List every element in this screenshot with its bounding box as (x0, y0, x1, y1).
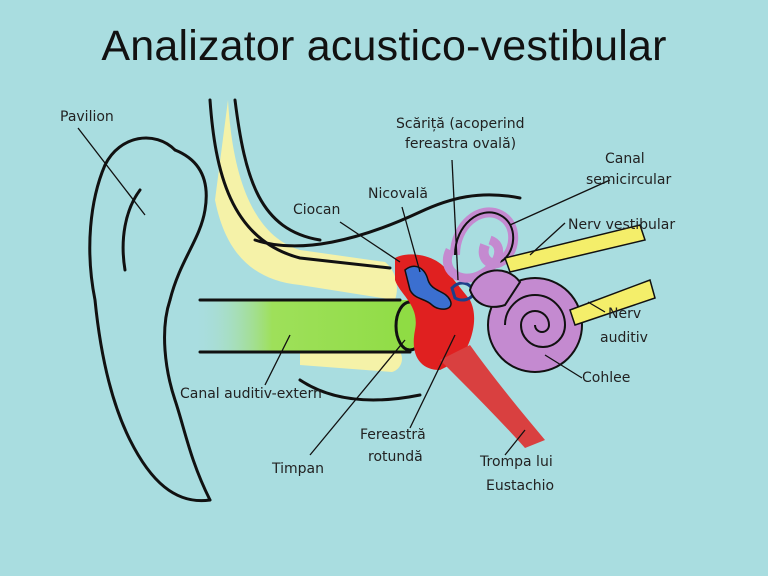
leader-lines (77, 127, 611, 456)
ossicles (404, 265, 452, 310)
pinna-outline (88, 98, 522, 503)
cochlea-spiral (504, 294, 567, 348)
label-nerv-vestibular: Nerv vestibular (568, 217, 675, 233)
label-timpan: Timpan (271, 461, 324, 477)
eustachian-tube (440, 345, 545, 448)
label-scarita-line1: Scăriță (acoperind (396, 116, 525, 132)
label-nerv-auditiv-line1: Nerv (608, 306, 641, 322)
label-cohlee: Cohlee (582, 370, 630, 386)
auditory-nerve (569, 279, 656, 326)
label-canal-auditiv-extern: Canal auditiv-extern (180, 386, 322, 402)
label-nerv-auditiv-line2: auditiv (600, 330, 648, 346)
label-pavilion: Pavilion (60, 109, 114, 125)
label-scarita-line2: fereastra ovală) (405, 136, 516, 152)
label-trompa-line2: Eustachio (486, 478, 554, 494)
label-canal-semicircular-line1: Canal (605, 151, 645, 167)
label-fereastra-rotunda-line1: Fereastră (360, 427, 426, 443)
label-fereastra-rotunda-line2: rotundă (368, 449, 423, 465)
ear-canal (192, 300, 421, 352)
vestibular-nerve (504, 224, 646, 273)
label-canal-semicircular-line2: semicircular (586, 172, 672, 188)
label-ciocan: Ciocan (293, 202, 340, 218)
label-trompa-line1: Trompa lui (479, 454, 553, 470)
slide-title: Analizator acustico-vestibular (101, 22, 667, 70)
cartilage-upper (215, 100, 397, 300)
label-nicovala: Nicovală (368, 186, 428, 202)
